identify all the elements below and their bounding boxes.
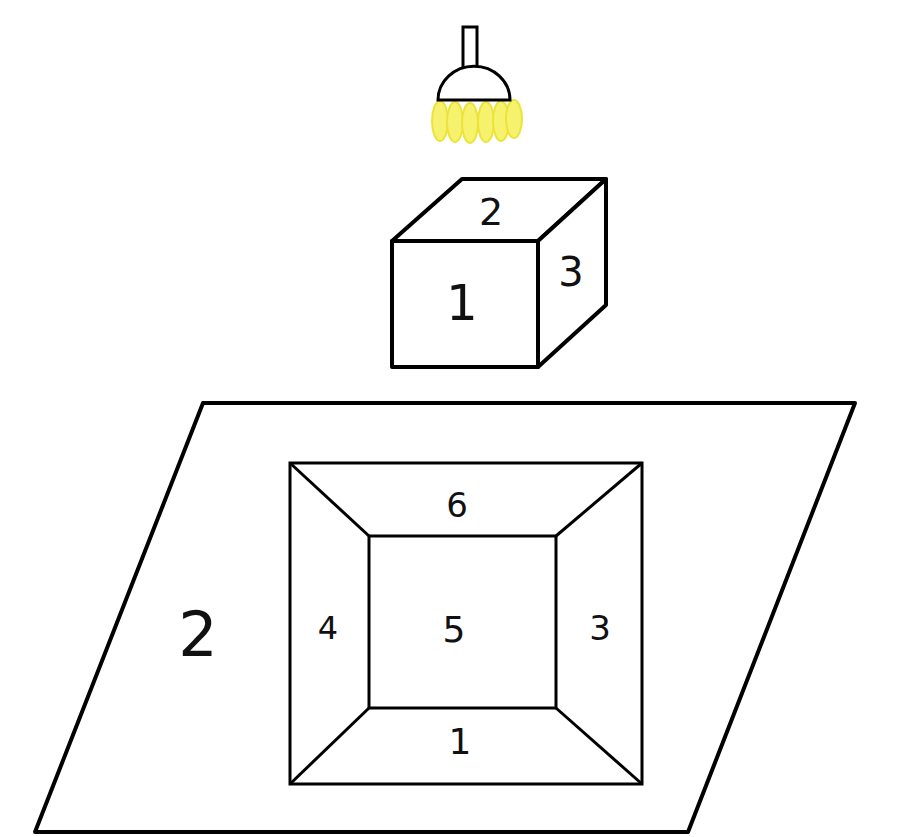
shadow-center-number: 5 bbox=[443, 612, 466, 648]
plane-number: 2 bbox=[178, 604, 217, 666]
cube-side-number: 3 bbox=[558, 252, 583, 292]
unfolded-shadow bbox=[290, 463, 642, 784]
shadow-right-number: 3 bbox=[589, 611, 611, 645]
shadow-bottom-number: 1 bbox=[449, 724, 472, 760]
shadow-top-number: 6 bbox=[446, 488, 468, 522]
lamp bbox=[432, 27, 522, 143]
cube-top-number: 2 bbox=[479, 193, 503, 231]
cube-front-number: 1 bbox=[446, 278, 478, 328]
shadow-left-number: 4 bbox=[318, 612, 338, 644]
cube bbox=[392, 179, 606, 367]
plane bbox=[35, 403, 855, 832]
